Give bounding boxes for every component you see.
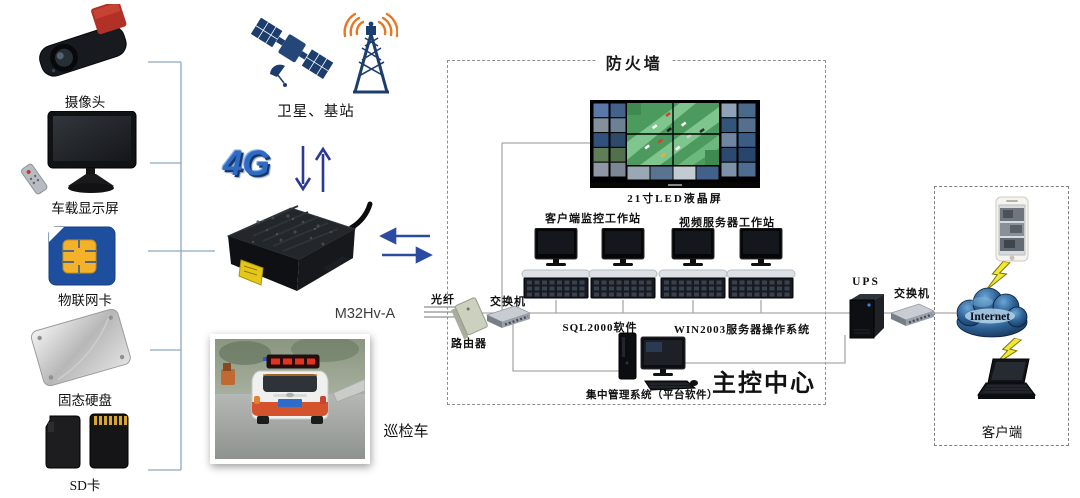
patrol-vehicle-label: 巡检车	[383, 424, 429, 440]
router-icon	[451, 297, 488, 340]
4g-logo: 4G	[223, 144, 270, 183]
ssd-icon	[30, 309, 131, 387]
smartphone-icon	[995, 196, 1029, 262]
ssd-label: 固态硬盘	[58, 393, 112, 408]
uplink-label: 卫星、基站	[277, 104, 355, 120]
sd-cards-icon	[45, 413, 129, 469]
led-video-wall	[590, 100, 760, 188]
lightning-bolt-icon	[985, 260, 1012, 291]
up-down-arrows-icon	[294, 146, 332, 192]
camera-label: 摄像头	[64, 95, 106, 110]
iot-sim-icon	[48, 226, 116, 286]
vehicle-display-icon	[20, 111, 137, 195]
firewall-boundary: 防火墙	[447, 50, 826, 405]
internet-label: Internet	[970, 311, 1010, 323]
fiber-label: 光纤	[431, 294, 455, 306]
video-server-group-label: 视频服务器工作站	[679, 217, 775, 229]
workstation-icon	[521, 228, 591, 299]
client-workstation-group-label: 客户端监控工作站	[545, 213, 641, 225]
switch-label-left: 交换机	[490, 296, 526, 308]
management-pc-label: 集中管理系统（平台软件）	[586, 390, 718, 401]
win2003-os-label: WIN2003服务器操作系统	[673, 324, 811, 336]
ups-icon	[849, 294, 884, 339]
client-boundary	[934, 186, 1069, 446]
laptop-icon	[977, 358, 1036, 399]
iot-card-label: 物联网卡	[58, 293, 112, 308]
main-control-center-title: 主控中心	[712, 371, 816, 397]
switch-label-right: 交换机	[894, 288, 930, 300]
workstation-icon	[726, 228, 796, 299]
patrol-vehicle-photo	[210, 334, 370, 464]
internet-cloud-icon: Internet	[956, 287, 1028, 338]
left-right-arrows-icon	[379, 227, 433, 264]
workstation-icon	[588, 228, 658, 299]
management-pc-icon	[618, 332, 698, 391]
mdvr-model-label: M32Hv-A	[334, 306, 396, 322]
router-label: 路由器	[451, 338, 487, 350]
mdvr-device-icon	[226, 201, 373, 291]
satellite-icon	[249, 12, 398, 94]
switch-icon	[889, 303, 936, 326]
sd-card-label: SD卡	[69, 478, 101, 493]
camera-icon	[39, 4, 127, 77]
led-wall-label: 21寸LED液晶屏	[627, 193, 723, 205]
base-station-icon	[343, 12, 398, 94]
ups-label: UPS	[852, 276, 880, 288]
lightning-bolt-icon	[994, 337, 1023, 366]
switch-icon	[485, 305, 532, 328]
workstation-icon	[658, 228, 728, 299]
vehicle-display-label: 车载显示屏	[51, 201, 119, 216]
client-label: 客户端	[981, 425, 1023, 440]
firewall-title: 防火墙	[596, 50, 672, 74]
sql-software-label: SQL2000软件	[562, 322, 638, 334]
